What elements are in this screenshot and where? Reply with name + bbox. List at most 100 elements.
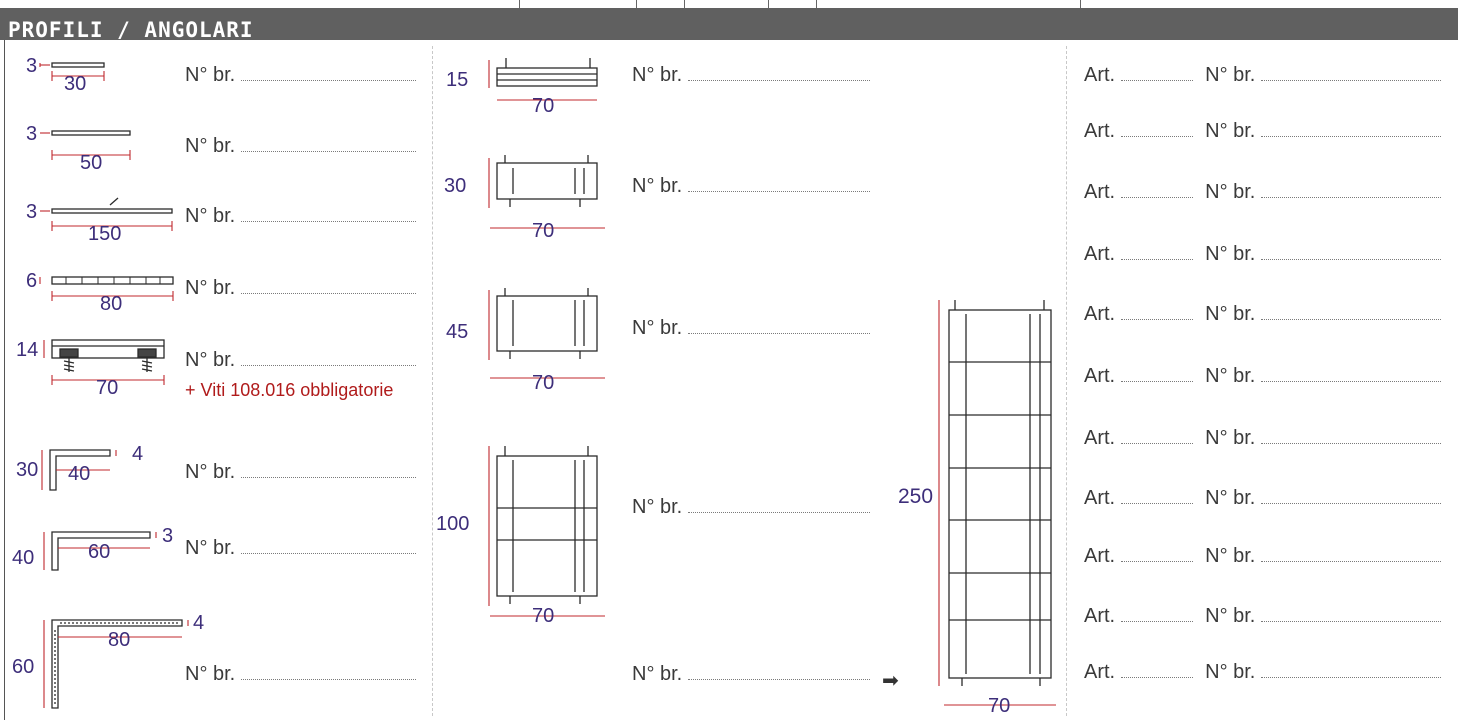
art-fill-line[interactable] bbox=[1121, 136, 1194, 137]
quantity-field[interactable]: N° br. bbox=[185, 664, 417, 684]
fill-line[interactable] bbox=[241, 151, 417, 152]
fill-line[interactable] bbox=[1261, 197, 1442, 198]
arrow-right-icon: ➡ bbox=[882, 670, 899, 692]
fill-line[interactable] bbox=[241, 293, 417, 294]
fill-line[interactable] bbox=[1261, 259, 1442, 260]
fill-line[interactable] bbox=[688, 679, 871, 680]
art-label: Art. bbox=[1084, 64, 1116, 86]
dim-height: 45 bbox=[446, 321, 469, 343]
dim-width: 80 bbox=[100, 293, 123, 315]
nbr-label: N° br. bbox=[1205, 181, 1256, 203]
art-fill-line[interactable] bbox=[1121, 381, 1194, 382]
fill-line[interactable] bbox=[1261, 319, 1442, 320]
quantity-field[interactable]: N° br. bbox=[185, 461, 417, 483]
fill-line[interactable] bbox=[241, 477, 417, 478]
fill-line[interactable] bbox=[241, 80, 417, 81]
art-fill-line[interactable] bbox=[1121, 319, 1194, 320]
dim-width: 60 bbox=[88, 541, 111, 563]
dim-width: 70 bbox=[532, 605, 555, 627]
dim-height: 100 bbox=[436, 513, 470, 535]
article-row[interactable]: Art.N° br. bbox=[1084, 121, 1442, 141]
quantity-field[interactable]: N° br. bbox=[632, 64, 871, 86]
nbr-label: N° br. bbox=[185, 205, 236, 227]
quantity-field[interactable]: N° br. bbox=[632, 176, 871, 196]
fill-line[interactable] bbox=[1261, 503, 1442, 504]
quantity-field[interactable]: N° br. bbox=[632, 496, 871, 518]
dim-width: 70 bbox=[532, 372, 555, 394]
article-row[interactable]: Art.N° br. bbox=[1084, 606, 1442, 626]
dim-height: 30 bbox=[444, 175, 467, 197]
art-fill-line[interactable] bbox=[1121, 443, 1194, 444]
quantity-field[interactable]: N° br. bbox=[185, 349, 417, 371]
article-row[interactable]: Art.N° br. bbox=[1084, 181, 1442, 203]
quantity-field[interactable]: N° br. bbox=[632, 663, 871, 685]
nbr-label: N° br. bbox=[1205, 427, 1256, 449]
top-tick bbox=[636, 0, 637, 8]
nbr-label: N° br. bbox=[1205, 487, 1256, 509]
dim-thickness: 3 bbox=[162, 525, 174, 547]
fill-line[interactable] bbox=[688, 512, 871, 513]
top-strip bbox=[0, 0, 1458, 8]
fill-line[interactable] bbox=[688, 80, 871, 81]
art-label: Art. bbox=[1084, 487, 1116, 509]
fill-line[interactable] bbox=[1261, 677, 1442, 678]
fill-line[interactable] bbox=[1261, 136, 1442, 137]
art-fill-line[interactable] bbox=[1121, 503, 1194, 504]
quantity-field[interactable]: N° br. bbox=[185, 538, 417, 558]
art-label: Art. bbox=[1084, 303, 1116, 325]
fill-line[interactable] bbox=[1261, 443, 1442, 444]
top-tick bbox=[1080, 0, 1081, 8]
art-fill-line[interactable] bbox=[1121, 561, 1194, 562]
art-fill-line[interactable] bbox=[1121, 197, 1194, 198]
fill-line[interactable] bbox=[1261, 561, 1442, 562]
art-label: Art. bbox=[1084, 427, 1116, 449]
fill-line[interactable] bbox=[688, 333, 871, 334]
article-row[interactable]: Art. N° br. bbox=[1084, 243, 1442, 265]
fill-line[interactable] bbox=[1261, 381, 1442, 382]
nbr-label: N° br. bbox=[1205, 243, 1256, 265]
nbr-label: N° br. bbox=[1205, 64, 1256, 86]
fill-line[interactable] bbox=[241, 365, 417, 366]
art-fill-line[interactable] bbox=[1121, 259, 1194, 260]
dim-thickness: 3 bbox=[26, 55, 38, 77]
art-label: Art. bbox=[1084, 243, 1116, 265]
dim-thickness: 4 bbox=[193, 612, 205, 634]
nbr-label: N° br. bbox=[632, 663, 683, 685]
fill-line[interactable] bbox=[241, 679, 417, 680]
nbr-label: N° br. bbox=[1205, 303, 1256, 325]
article-row[interactable]: Art. N° br. bbox=[1084, 487, 1442, 509]
article-row[interactable]: Art. N° br. bbox=[1084, 64, 1442, 86]
art-fill-line[interactable] bbox=[1121, 621, 1194, 622]
quantity-field[interactable]: N° br. bbox=[185, 136, 417, 156]
fill-line[interactable] bbox=[1261, 621, 1442, 622]
fill-line[interactable] bbox=[241, 553, 417, 554]
dim-height: 30 bbox=[16, 459, 39, 481]
nbr-label: N° br. bbox=[632, 496, 683, 518]
dim-height: 15 bbox=[446, 69, 469, 91]
nbr-label: N° br. bbox=[1205, 545, 1256, 567]
art-fill-line[interactable] bbox=[1121, 677, 1194, 678]
art-fill-line[interactable] bbox=[1121, 80, 1194, 81]
art-label: Art. bbox=[1084, 545, 1116, 567]
article-row[interactable]: Art. N° br. bbox=[1084, 303, 1442, 325]
column-separator bbox=[432, 46, 433, 716]
dim-width: 70 bbox=[532, 95, 555, 117]
quantity-field[interactable]: N° br. bbox=[185, 65, 417, 85]
quantity-field[interactable]: N° br. bbox=[185, 205, 417, 227]
article-row[interactable]: Art.N° br. bbox=[1084, 662, 1442, 682]
fill-line[interactable] bbox=[241, 221, 417, 222]
section-title: PROFILI / ANGOLARI bbox=[8, 18, 254, 42]
quantity-field[interactable]: N° br. bbox=[632, 318, 871, 338]
article-row[interactable]: Art. N° br. bbox=[1084, 545, 1442, 567]
dim-thickness: 6 bbox=[26, 270, 38, 292]
nbr-label: N° br. bbox=[185, 349, 236, 371]
quantity-field[interactable]: N° br. bbox=[185, 278, 417, 298]
article-row[interactable]: Art. N° br. bbox=[1084, 427, 1442, 449]
fill-line[interactable] bbox=[1261, 80, 1442, 81]
article-row[interactable]: Art.N° br. bbox=[1084, 366, 1442, 386]
nbr-label: N° br. bbox=[185, 461, 236, 483]
fill-line[interactable] bbox=[688, 191, 871, 192]
dim-thickness: 14 bbox=[16, 339, 39, 361]
nbr-label: N° br. bbox=[632, 64, 683, 86]
